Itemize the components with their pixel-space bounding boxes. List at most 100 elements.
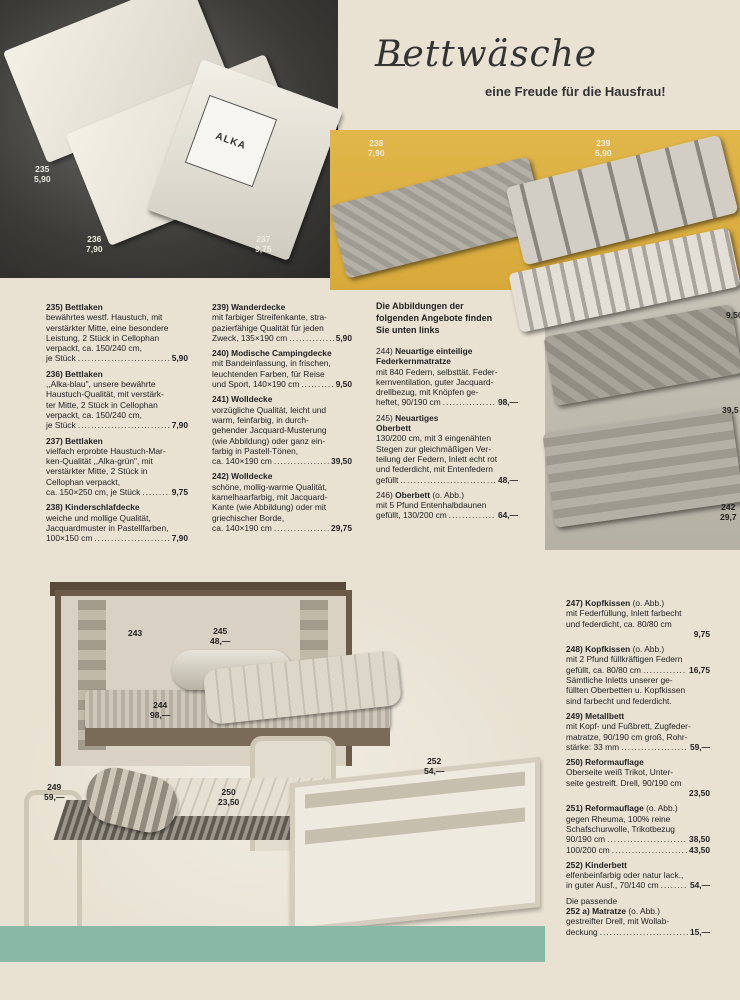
- price-line: gefüllt48,—: [376, 475, 518, 485]
- price: 5,90: [171, 353, 188, 364]
- product-heading: 235) Bettlaken: [46, 302, 103, 312]
- price: 29,75: [331, 522, 352, 533]
- product-heading: 252) Kinderbett: [566, 859, 627, 870]
- teal-floor-band: [0, 926, 545, 962]
- label-240: 9,50: [726, 310, 740, 320]
- price-line: heftet, 90/190 cm98,—: [376, 397, 518, 407]
- title-underline: [375, 64, 405, 66]
- price: 38,50: [689, 834, 710, 845]
- price-line: gefüllt, 130/200 cm64,—: [376, 510, 518, 520]
- page-subtitle: eine Freude für die Hausfrau!: [485, 84, 666, 99]
- price-line: und Sport, 140×190 cm9,50: [212, 379, 352, 389]
- product-heading: 239) Wanderdecke: [212, 302, 286, 312]
- childrens-bed-252: [290, 756, 540, 934]
- price-line: in guter Ausf., 70/140 cm54,—: [566, 880, 710, 890]
- price: 7,90: [171, 420, 188, 431]
- price: 54,—: [689, 880, 710, 891]
- price: 9,75: [171, 487, 188, 498]
- product-column-4: 247) Kopfkissen (o. Abb.)mit Federfüllun…: [566, 598, 710, 942]
- product-heading: 238) Kinderschlafdecke: [46, 502, 140, 513]
- label-241: 39,5: [722, 405, 739, 415]
- product-heading: 240) Modische Campingdecke: [212, 348, 332, 359]
- price: 9,75: [693, 628, 710, 639]
- price: 5,90: [335, 332, 352, 343]
- price-line: deckung15,—: [566, 927, 710, 937]
- price-line: ca. 140×190 cm29,75: [212, 523, 352, 533]
- linen-photo: ALKA: [0, 0, 343, 278]
- price-line: 23,50: [566, 788, 710, 798]
- price-line: je Stück7,90: [46, 420, 188, 430]
- price: 59,—: [689, 741, 710, 752]
- price: 16,75: [689, 664, 710, 675]
- product-entry: 236) Bettlaken,,Alka-blau", unsere bewäh…: [46, 369, 188, 431]
- product-entry: 251) Reformauflage (o. Abb.)gegen Rheuma…: [566, 803, 710, 854]
- price-line: 90/190 cm38,50: [566, 834, 710, 844]
- product-heading: 242) Wolldecke: [212, 471, 273, 482]
- price: 64,—: [497, 510, 518, 521]
- crib-rail-middle: [305, 807, 525, 845]
- product-heading: 247) Kopfkissen: [566, 598, 631, 608]
- product-heading: 250) Reformauflage: [566, 757, 644, 768]
- price: 7,90: [171, 533, 188, 544]
- price-line: 100×150 cm7,90: [46, 533, 188, 543]
- product-heading: 241) Wolldecke: [212, 394, 273, 405]
- bed-base-243: [85, 728, 390, 746]
- price-line: 9,75: [566, 629, 710, 639]
- product-heading: 249) Metallbett: [566, 710, 625, 721]
- price: 23,50: [689, 788, 710, 799]
- label-243: 243: [128, 628, 143, 638]
- price: 15,—: [689, 926, 710, 937]
- product-entry: 246) Oberbett (o. Abb.)mit 5 Pfund Enten…: [376, 490, 518, 521]
- price-line: stärke: 33 mm59,—: [566, 742, 710, 752]
- product-heading: 248) Kopfkissen: [566, 644, 631, 655]
- price: 43,50: [689, 844, 710, 855]
- price-line: 100/200 cm43,50: [566, 845, 710, 855]
- price-line: gefüllt, ca. 80/80 cm16,75: [566, 665, 710, 675]
- product-entry: 248) Kopfkissen (o. Abb.)mit 2 Pfund fül…: [566, 644, 710, 706]
- price: 9,50: [335, 379, 352, 390]
- crib-rail-top: [305, 771, 525, 809]
- price-line: ca. 140×190 cm39,50: [212, 456, 352, 466]
- page-title: Bettwäsche: [375, 34, 598, 75]
- product-heading: 236) Bettlaken: [46, 368, 103, 379]
- price: 98,—: [497, 397, 518, 408]
- product-heading: 237) Bettlaken: [46, 435, 103, 446]
- price: 39,50: [331, 456, 352, 467]
- price: 48,—: [497, 474, 518, 485]
- price-line: ca. 150×250 cm, je Stück9,75: [46, 487, 188, 497]
- product-heading: 251) Reformauflage: [566, 803, 644, 814]
- product-entry: 247) Kopfkissen (o. Abb.)mit Federfüllun…: [566, 598, 710, 639]
- price-line: je Stück5,90: [46, 353, 188, 363]
- metal-bed-headboard-249: [24, 790, 82, 935]
- price-line: Zweck, 135×190 cm5,90: [212, 333, 352, 343]
- product-heading: 252 a) Matratze: [566, 906, 627, 917]
